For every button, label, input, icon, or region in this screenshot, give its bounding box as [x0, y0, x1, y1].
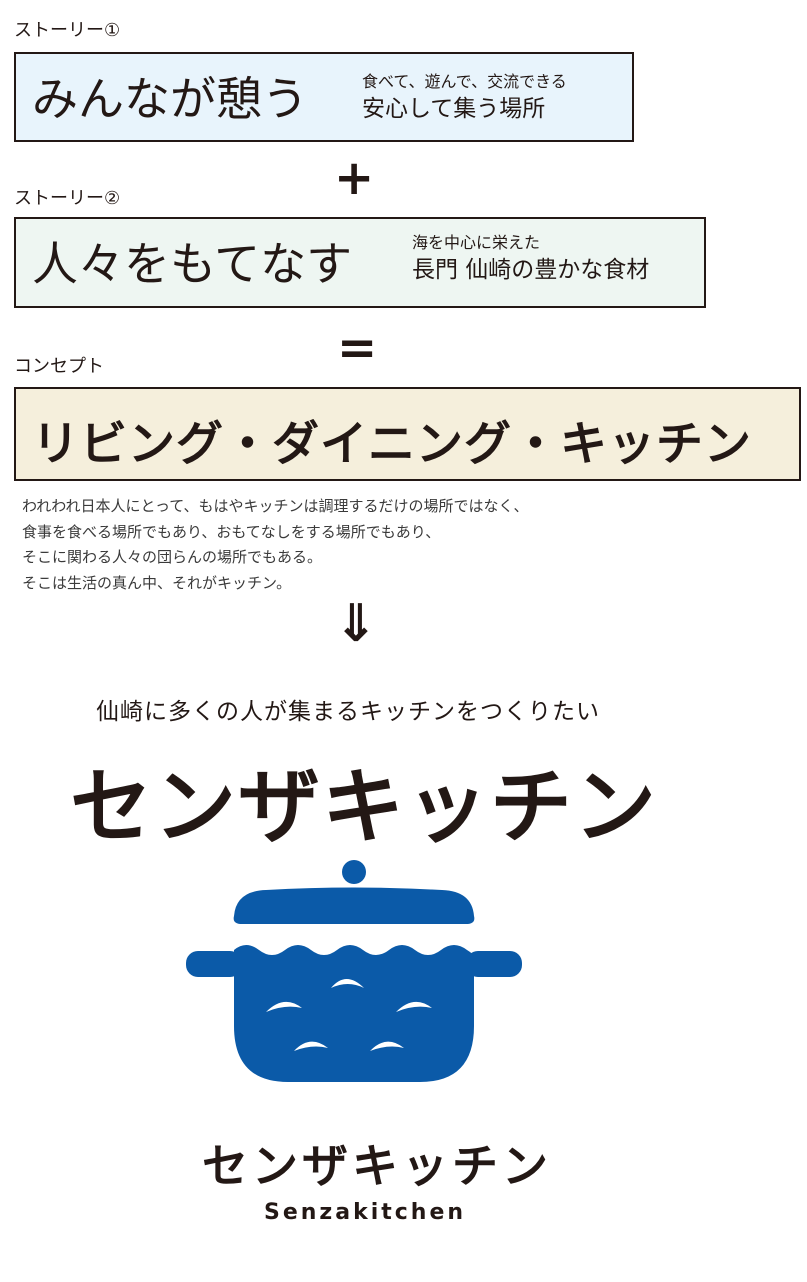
brand-name: センザキッチン [70, 760, 659, 855]
pot-icon [186, 858, 522, 1086]
concept-title: リビング・ダイニング・キッチン [32, 417, 752, 472]
tagline: 仙崎に多くの人が集まるキッチンをつくりたい [96, 699, 600, 725]
concept-label: コンセプト [14, 356, 104, 377]
story1-label: ストーリー① [14, 20, 121, 41]
pot-icon-svg [186, 860, 522, 1082]
logo-name-jp: センザキッチン [202, 1139, 552, 1193]
story1-title: みんなが憩う [32, 72, 308, 126]
story1-subtitle-small: 食べて、遊んで、交流できる [362, 72, 567, 91]
story2-box: 人々をもてなす 海を中心に栄えた 長門 仙崎の豊かな食材 [14, 217, 706, 308]
plus-symbol: + [334, 150, 375, 206]
concept-description: われわれ日本人にとって、もはやキッチンは調理するだけの場所ではなく、 食事を食べ… [22, 494, 529, 596]
description-line: 食事を食べる場所でもあり、おもてなしをする場所でもあり、 [22, 522, 441, 541]
story2-subtitle-large: 長門 仙崎の豊かな食材 [412, 257, 650, 283]
concept-box: リビング・ダイニング・キッチン [14, 387, 801, 481]
description-line: われわれ日本人にとって、もはやキッチンは調理するだけの場所ではなく、 [22, 497, 529, 515]
story2-label: ストーリー② [14, 188, 121, 209]
story2-title: 人々をもてなす [32, 237, 353, 291]
logo-name-en: Senzakitchen [264, 1200, 467, 1225]
description-line: そこは生活の真ん中、それがキッチン。 [22, 573, 292, 592]
description-line: そこに関わる人々の団らんの場所でもある。 [22, 548, 323, 566]
story1-box: みんなが憩う 食べて、遊んで、交流できる 安心して集う場所 [14, 52, 634, 142]
story1-subtitle-large: 安心して集う場所 [362, 96, 546, 122]
down-arrow-icon: ⇓ [334, 594, 378, 654]
equals-symbol: = [337, 320, 378, 376]
story2-subtitle-small: 海を中心に栄えた [412, 233, 541, 252]
